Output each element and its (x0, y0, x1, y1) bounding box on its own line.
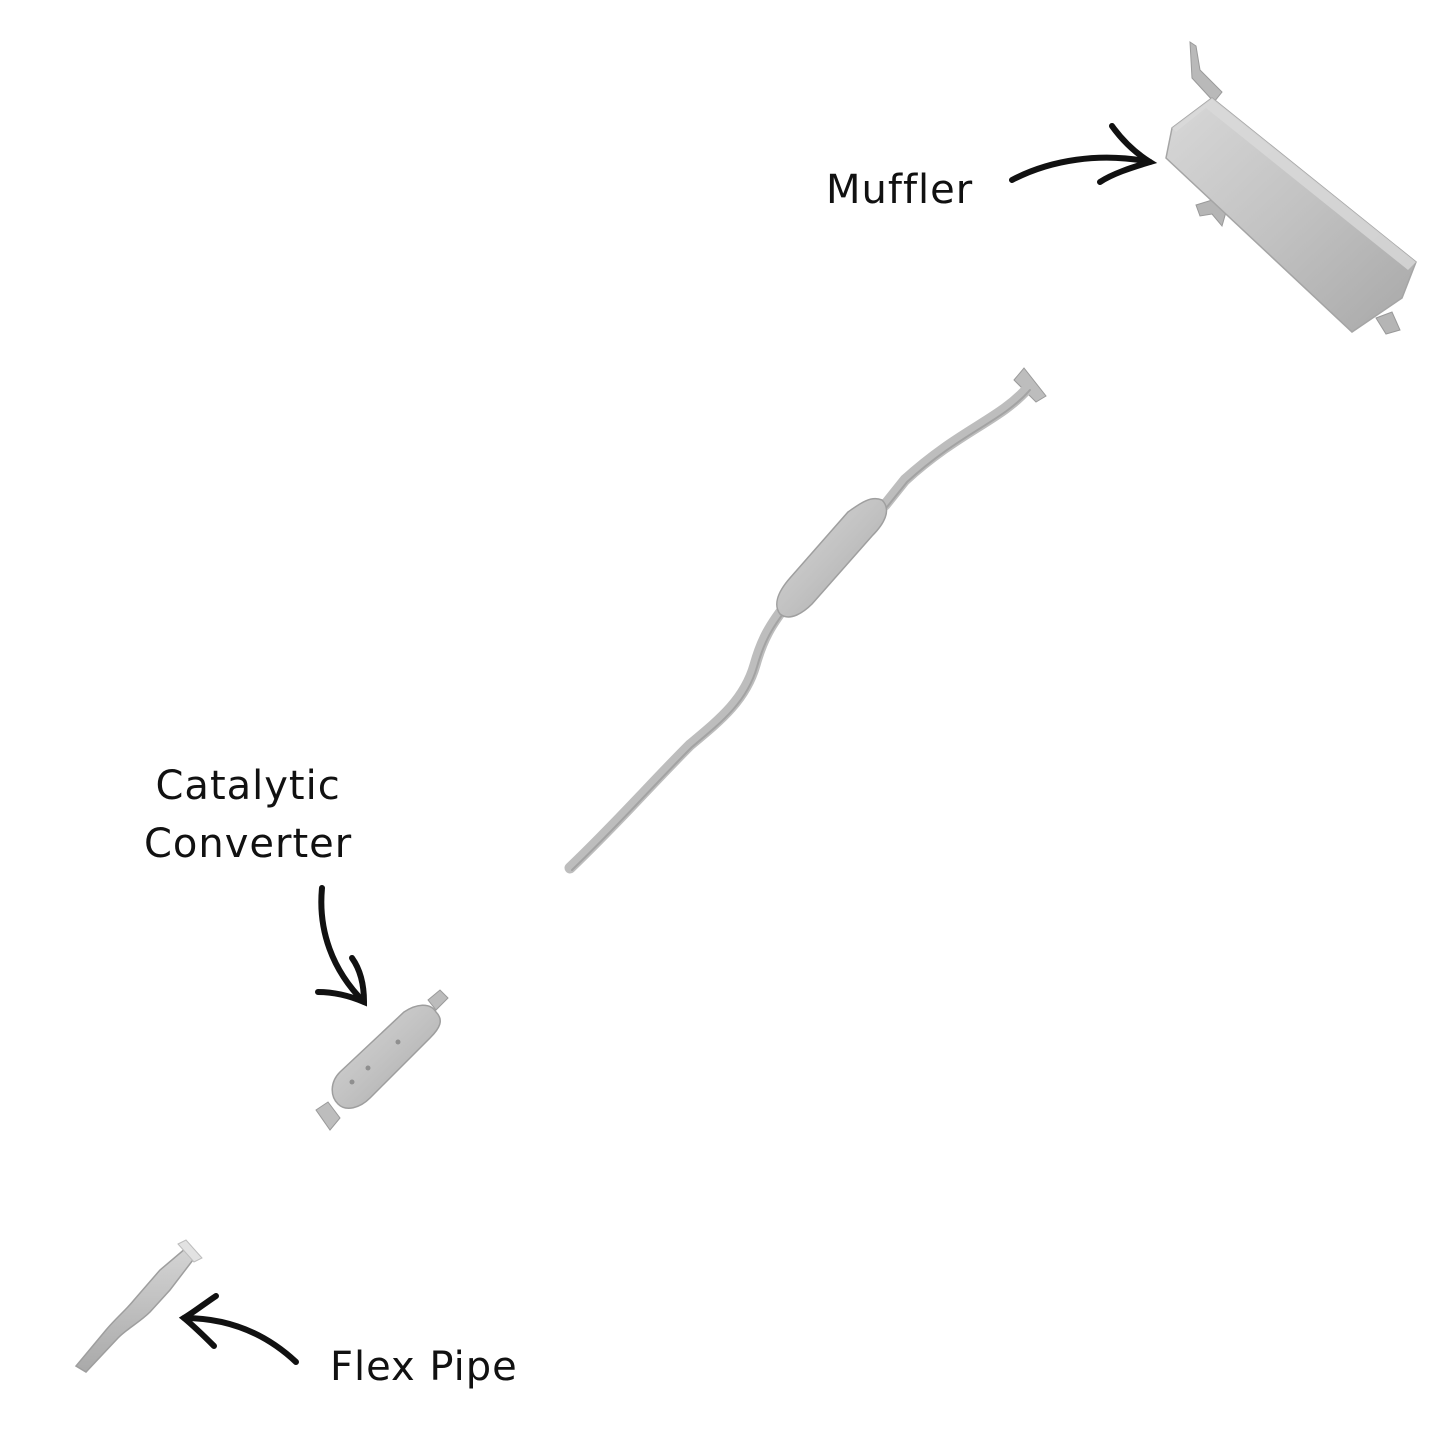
mid-pipe-tube (564, 382, 1034, 874)
cat-outlet-pipe (427, 989, 449, 1011)
flex-pipe-arrow (178, 1293, 299, 1365)
catalytic-converter-label-line1: Catalytic (155, 763, 341, 809)
muffler-part (1165, 41, 1417, 335)
resonator-body (776, 498, 888, 618)
muffler-arrow-head (1097, 123, 1158, 185)
cat-body (331, 1004, 441, 1110)
muffler-outlet (1375, 311, 1401, 335)
mid-pipe-resonator (564, 367, 1047, 874)
catalytic-converter-part (315, 989, 449, 1131)
flex-pipe-body (74, 1247, 198, 1373)
catalytic-converter-arrow (315, 885, 368, 1007)
cat-arrow-shaft (318, 885, 367, 1005)
catalytic-converter-label-line2: Converter (144, 821, 353, 867)
muffler-arrow-shaft (1009, 154, 1153, 183)
cat-inlet-flange (315, 1101, 341, 1131)
catalytic-converter-label: Catalytic Converter (144, 757, 352, 873)
flex-arrow-shaft (181, 1315, 299, 1365)
muffler-inlet-pipe (1189, 41, 1223, 103)
cat-arrow-head (315, 955, 368, 1007)
flex-pipe-part (74, 1239, 203, 1373)
muffler-label: Muffler (826, 167, 974, 213)
flex-arrow-head (178, 1293, 219, 1349)
muffler-arrow (1009, 123, 1158, 185)
flex-pipe-label: Flex Pipe (330, 1344, 518, 1390)
